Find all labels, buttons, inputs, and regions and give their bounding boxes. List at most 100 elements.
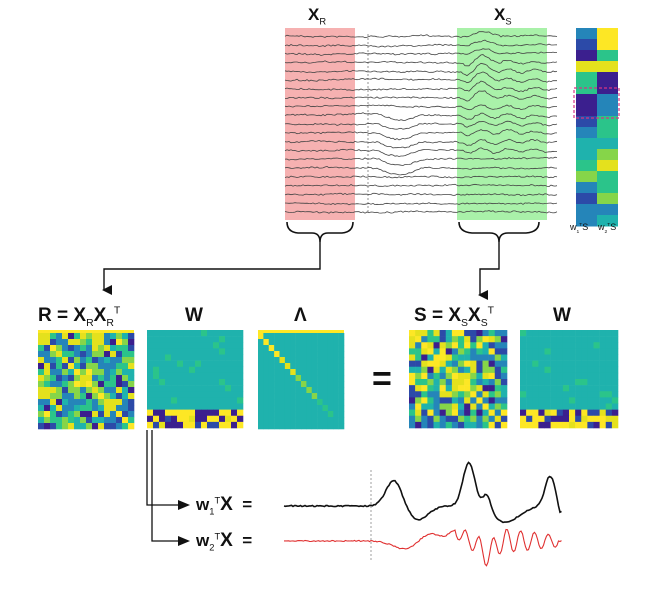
heatmap-cell xyxy=(611,397,619,404)
heatmap-cell xyxy=(605,379,613,386)
heatmap-cell xyxy=(544,348,551,355)
heatmap-cell xyxy=(98,393,105,400)
heatmap-cell xyxy=(445,366,453,374)
heatmap-cell xyxy=(159,391,166,398)
heatmap-cell xyxy=(317,333,323,340)
heatmap-cell xyxy=(225,403,232,410)
heatmap-cell xyxy=(207,415,214,423)
heatmap-cell xyxy=(258,417,264,424)
heatmap-cell xyxy=(311,375,318,382)
heatmap-cell xyxy=(433,397,440,404)
heatmap-cell xyxy=(274,357,280,364)
heatmap-cell xyxy=(38,387,45,394)
heatmap-cell xyxy=(177,336,184,343)
heatmap-cell xyxy=(147,385,154,392)
heatmap-cell xyxy=(213,342,220,349)
heatmap-cell xyxy=(231,421,238,429)
spatial-cell xyxy=(576,182,597,194)
heatmap-cell xyxy=(544,379,551,386)
heatmap-cell xyxy=(80,405,87,412)
heatmap-cell xyxy=(195,403,202,410)
heatmap-cell xyxy=(500,391,508,398)
heatmap-cell xyxy=(556,391,564,398)
heatmap-cell xyxy=(581,366,588,374)
heatmap-cell xyxy=(183,342,190,349)
heatmap-cell xyxy=(122,423,129,430)
heatmap-cell xyxy=(556,354,564,361)
heatmap-cell xyxy=(587,403,594,410)
heatmap-cell xyxy=(470,421,477,429)
heatmap-cell xyxy=(177,421,184,429)
heatmap-cell xyxy=(409,342,416,349)
heatmap-cell xyxy=(327,423,334,430)
heatmap-cell xyxy=(311,351,318,358)
heatmap-cell xyxy=(488,330,496,337)
heatmap-cell xyxy=(301,417,307,424)
heatmap-cell xyxy=(225,397,232,404)
heatmap-cell xyxy=(86,375,93,382)
heatmap-cell xyxy=(159,415,166,423)
heatmap-cell xyxy=(520,421,527,429)
heatmap-cell xyxy=(171,403,178,410)
heatmap-cell xyxy=(80,417,87,424)
heatmap-cell xyxy=(177,348,184,355)
heatmap-cell xyxy=(258,393,264,400)
heatmap-cell xyxy=(415,372,422,380)
heatmap-cell xyxy=(237,342,244,349)
heatmap-cell xyxy=(327,393,334,400)
heatmap-cell xyxy=(153,403,160,410)
heatmap-cell xyxy=(556,409,564,417)
heatmap-cell xyxy=(575,342,582,349)
heatmap-cell xyxy=(237,336,244,343)
heatmap-cell xyxy=(338,357,345,364)
heatmap-cell xyxy=(50,405,57,412)
heatmap-cell xyxy=(38,345,45,352)
heatmap-cell xyxy=(201,330,208,337)
heatmap-cell xyxy=(284,351,291,358)
heatmap-cell xyxy=(38,363,45,370)
heatmap-cell xyxy=(98,369,105,376)
heatmap-cell xyxy=(451,342,459,349)
heatmap-cell xyxy=(439,336,447,343)
heatmap-cell xyxy=(322,423,329,430)
heatmap-cell xyxy=(295,423,302,430)
heatmap-cell xyxy=(219,348,226,355)
heatmap-cell xyxy=(147,421,154,429)
heatmap-cell xyxy=(159,397,166,404)
heatmap-cell xyxy=(128,333,135,340)
heatmap-cell xyxy=(38,405,45,412)
heatmap-cell xyxy=(520,354,527,361)
heatmap-cell xyxy=(284,417,291,424)
heatmap-cell xyxy=(56,339,63,346)
heatmap-cell xyxy=(599,391,607,398)
heatmap-cell xyxy=(153,397,160,404)
heatmap-cell xyxy=(201,348,208,355)
heatmap-cell xyxy=(263,333,270,340)
heatmap-cell xyxy=(333,381,339,388)
heatmap-cell xyxy=(274,417,280,424)
heatmap-cell xyxy=(122,411,129,418)
heatmap-cell xyxy=(50,399,57,406)
heatmap-cell xyxy=(439,409,447,417)
heatmap-cell xyxy=(476,336,483,343)
heatmap-cell xyxy=(605,360,613,368)
heatmap-cell xyxy=(482,372,489,380)
heatmap-cell xyxy=(327,363,334,370)
heatmap-cell xyxy=(458,360,465,368)
heatmap-cell xyxy=(306,417,313,424)
heatmap-cell xyxy=(268,411,275,418)
heatmap-cell xyxy=(258,345,264,352)
heatmap-cell xyxy=(451,354,459,361)
heatmap-cell xyxy=(445,403,453,410)
heatmap-cell xyxy=(605,348,613,355)
spatial-cell xyxy=(576,215,597,227)
heatmap-cell xyxy=(532,415,539,423)
heatmap-cell xyxy=(494,379,502,386)
heatmap-cell xyxy=(562,403,570,410)
heatmap-cell xyxy=(415,409,422,417)
heatmap-cell xyxy=(562,342,570,349)
heatmap-cell xyxy=(171,372,178,380)
heatmap-cell xyxy=(458,348,465,355)
heatmap-cell xyxy=(415,385,422,392)
heatmap-cell xyxy=(258,339,264,346)
